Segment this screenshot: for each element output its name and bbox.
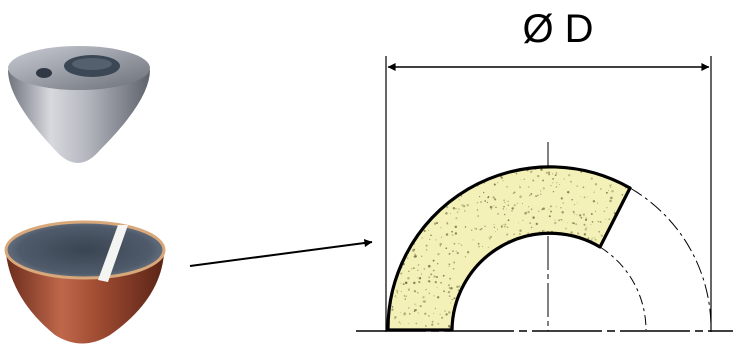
bottom-cone-slot bbox=[98, 225, 128, 282]
diameter-label: Ø D bbox=[522, 7, 594, 51]
top-cone-small-hole bbox=[36, 68, 52, 78]
top-cone-photo bbox=[8, 46, 150, 163]
abrasive-ring-section bbox=[386, 165, 632, 332]
bottom-cone-photo bbox=[4, 220, 166, 344]
phantom-outer-arc bbox=[629, 187, 712, 331]
ring-outline bbox=[386, 165, 632, 332]
bottom-cone-face bbox=[6, 222, 164, 278]
pointer-arrow bbox=[189, 239, 373, 267]
phantom-inner-arc bbox=[599, 246, 647, 331]
